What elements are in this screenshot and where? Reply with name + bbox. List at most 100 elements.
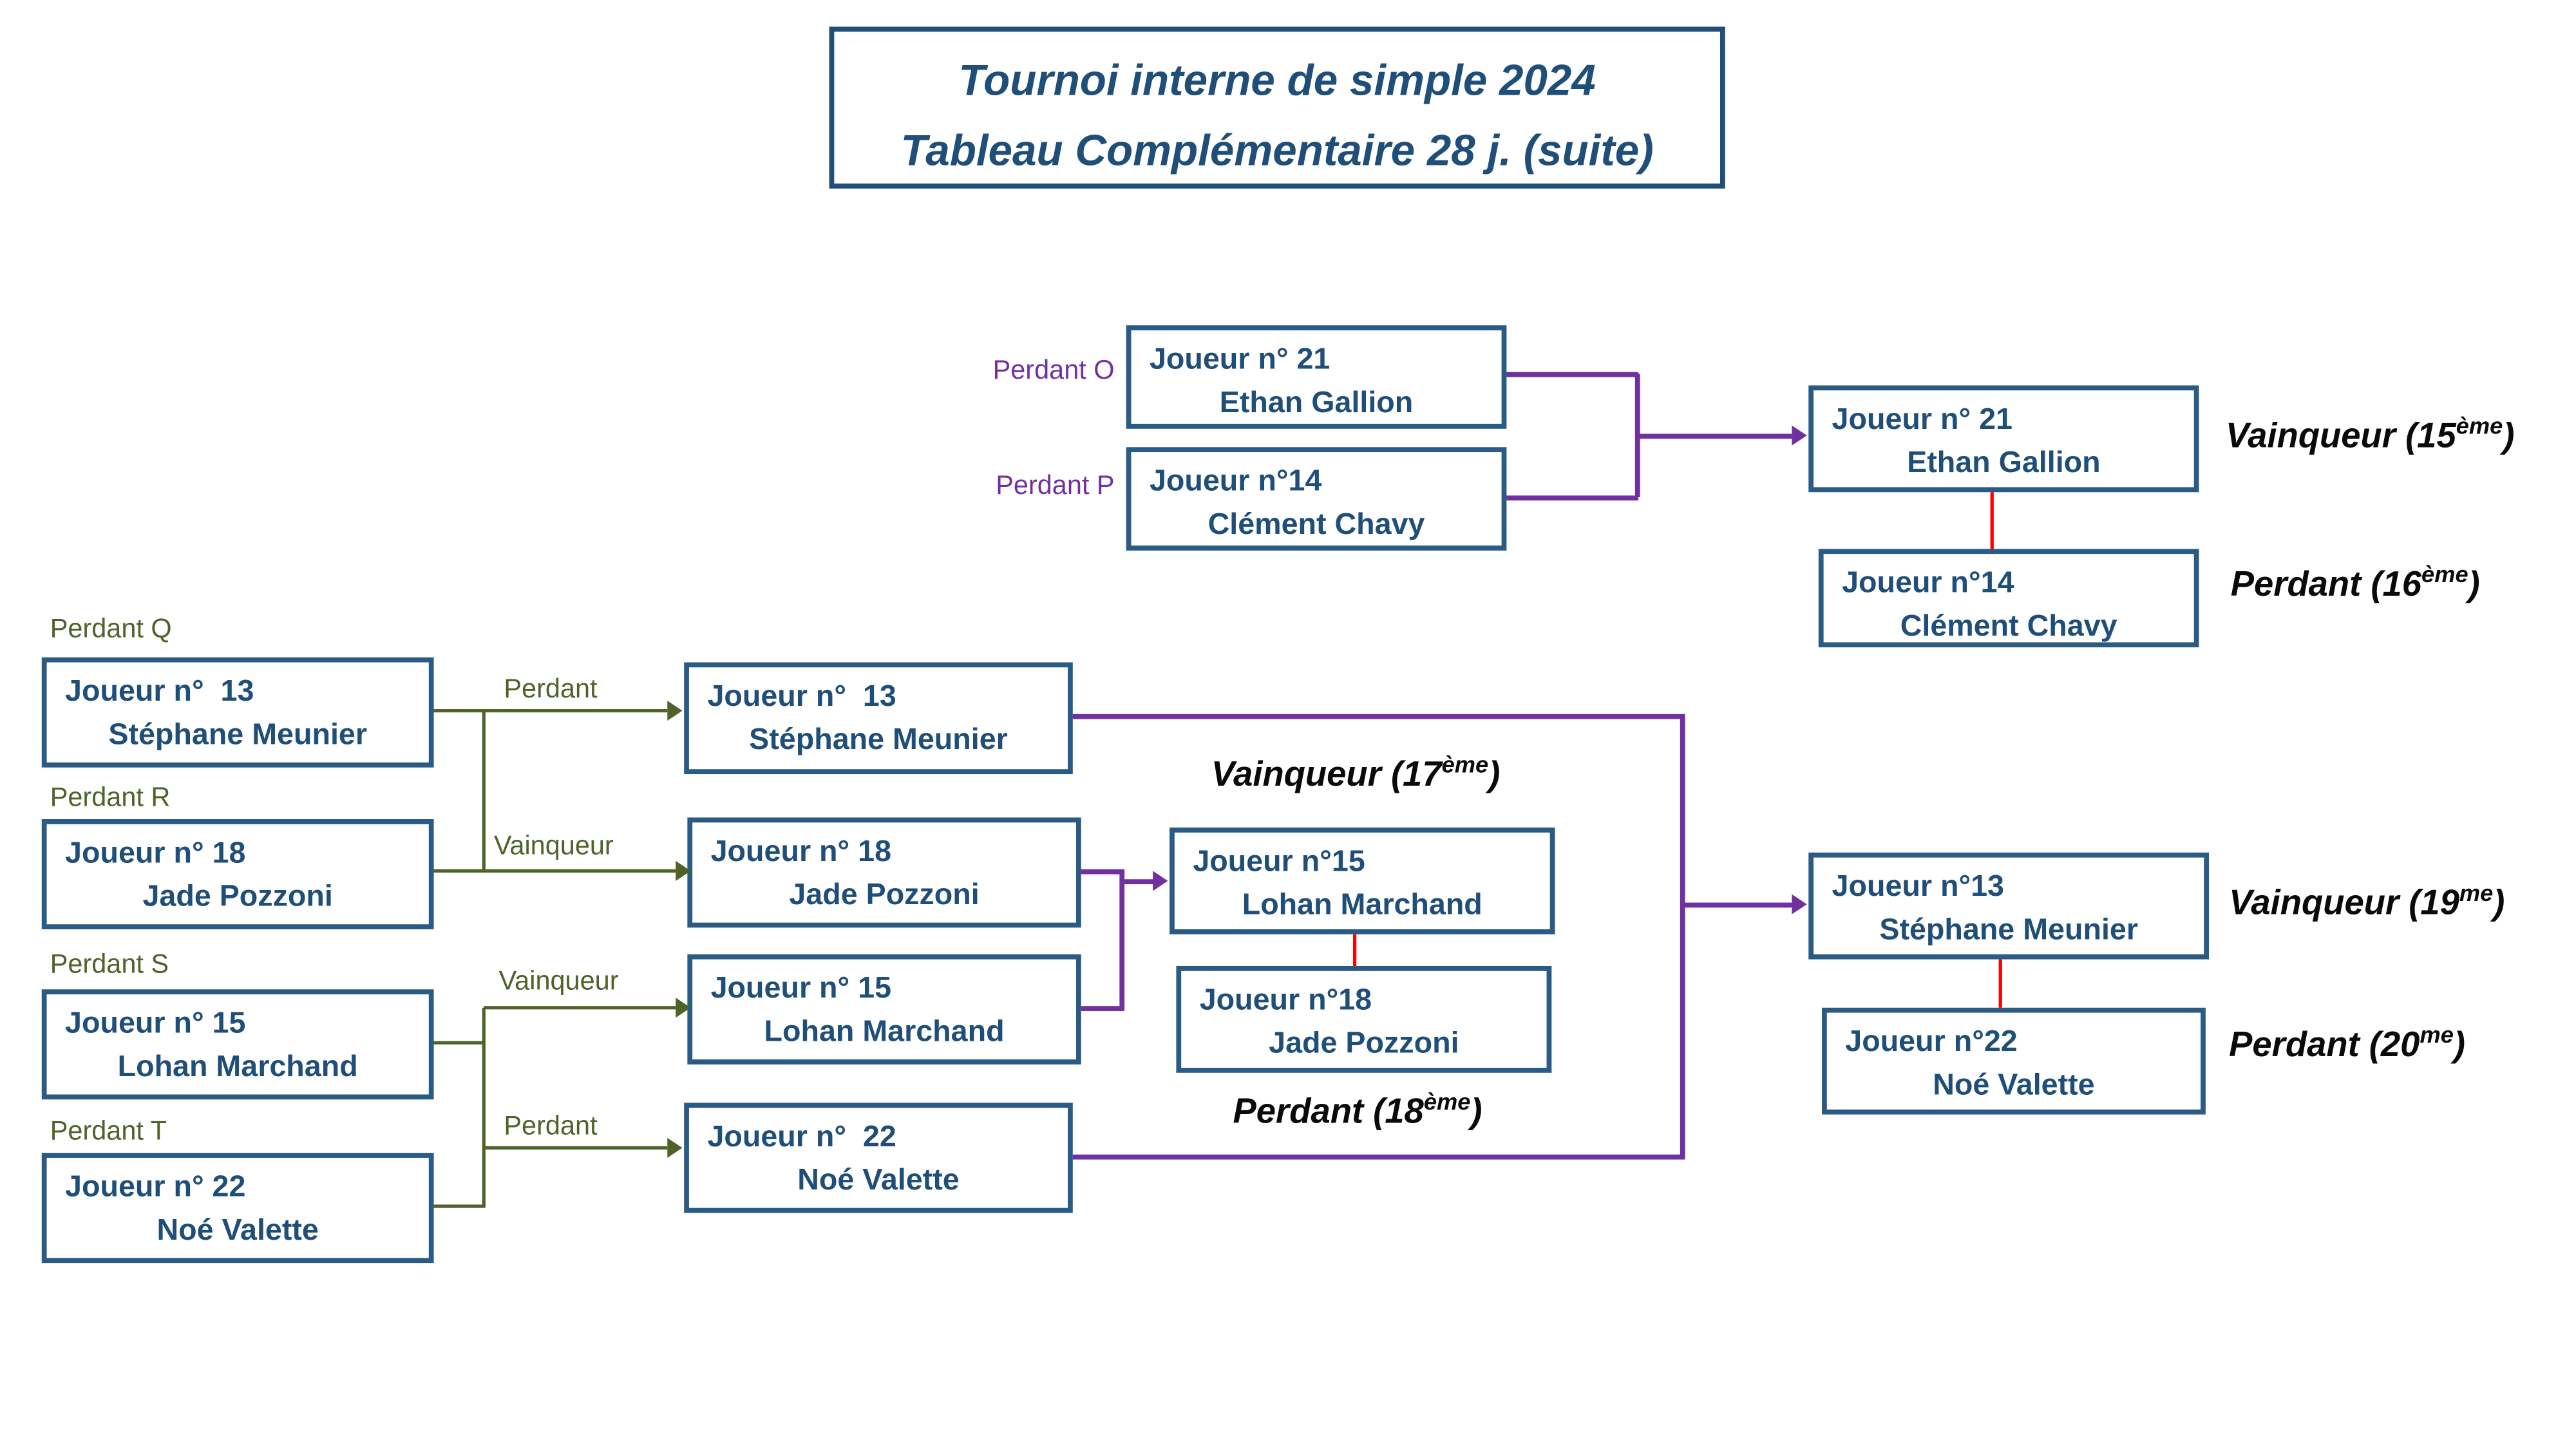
player-name: Noé Valette <box>1933 1068 2095 1101</box>
arrowhead-arrow-c1 <box>667 701 683 721</box>
player-number: Joueur n° 21 <box>1832 402 2012 436</box>
result-label-text: me <box>2459 879 2494 906</box>
result-label-text: ) <box>2453 1026 2465 1065</box>
player-box-b2: Joueur n° 18 Jade Pozzoni <box>41 819 434 930</box>
player-number: Joueur n°15 <box>1193 844 1365 878</box>
label-flow-perdant-bottom: Perdant <box>504 1112 598 1142</box>
player-name: Lohan Marchand <box>764 1014 1005 1048</box>
player-name: Noé Valette <box>156 1213 319 1247</box>
label-flow-perdant-top: Perdant <box>504 676 598 705</box>
label-perdant-16: Perdant (16ème) <box>2230 562 2480 607</box>
result-label-text: Perdant (16 <box>2230 565 2422 604</box>
label-perdant-20: Perdant (20me) <box>2229 1023 2465 1068</box>
player-number: Joueur n°13 <box>1832 869 2005 903</box>
connector-g-b2-c2 <box>433 869 676 873</box>
connector-g-b1-c1 <box>433 709 668 713</box>
player-number: Joueur n° 13 <box>65 674 254 708</box>
label-perdant-q: Perdant Q <box>50 615 172 644</box>
connector-g-c4-line <box>484 1146 668 1150</box>
connector-p-a-arrow-shaft <box>1636 433 1792 439</box>
player-number: Joueur n° 22 <box>65 1170 246 1203</box>
label-flow-vainqueur-top: Vainqueur <box>493 832 614 861</box>
result-label-text: ème <box>2456 412 2503 439</box>
connector-p-a1-stub <box>1506 371 1639 377</box>
label-perdant-p: Perdant P <box>996 472 1115 501</box>
player-name: Stéphane Meunier <box>108 717 367 751</box>
player-name: Clément Chavy <box>1900 609 2117 643</box>
player-number: Joueur n° 18 <box>710 834 892 868</box>
result-label-text: ème <box>2421 560 2468 587</box>
connector-g-b12-vertical <box>482 710 486 871</box>
connector-p-cd-vertical <box>1119 871 1124 1008</box>
arrowhead-arrow-w1 <box>1792 425 1807 446</box>
page-title-line1: Tournoi interne de simple 2024 <box>958 55 1596 106</box>
result-label-text: ) <box>1470 1092 1482 1132</box>
label-vainqueur-15: Vainqueur (15ème) <box>2225 412 2515 459</box>
player-name: Ethan Gallion <box>1907 445 2101 479</box>
label-perdant-18: Perdant (18ème) <box>1233 1088 1482 1134</box>
label-perdant-t: Perdant T <box>50 1117 167 1146</box>
player-name: Clément Chavy <box>1208 507 1425 541</box>
connector-p-e1-arrow-shaft <box>1681 902 1792 907</box>
player-box-b4: Joueur n° 22 Noé Valette <box>41 1153 434 1264</box>
player-number: Joueur n° 15 <box>65 1006 246 1039</box>
player-name: Ethan Gallion <box>1219 385 1414 419</box>
connector-p-c1-long <box>1072 713 1685 719</box>
label-perdant-s: Perdant S <box>50 951 169 980</box>
page-title-line2: Tableau Complémentaire 28 j. (suite) <box>900 125 1654 176</box>
player-number: Joueur n°22 <box>1845 1024 2018 1058</box>
label-perdant-r: Perdant R <box>50 784 171 813</box>
player-box-c3: Joueur n° 15 Lohan Marchand <box>687 954 1081 1065</box>
player-box-w1: Joueur n° 21 Ethan Gallion <box>1808 385 2199 493</box>
title-box: Tournoi interne de simple 2024 Tableau C… <box>829 26 1725 189</box>
result-label-text: ème <box>1423 1088 1471 1115</box>
result-label-text: ) <box>2503 417 2515 456</box>
connector-g-c3-line <box>484 1006 676 1010</box>
result-label-text: ) <box>2468 565 2480 604</box>
player-box-b1: Joueur n° 13 Stéphane Meunier <box>41 657 434 768</box>
result-label-text: Vainqueur (17 <box>1211 755 1442 795</box>
result-label-text: ) <box>2493 884 2505 923</box>
player-name: Jade Pozzoni <box>1269 1026 1459 1060</box>
player-name: Lohan Marchand <box>1242 887 1482 922</box>
result-label-text: Perdant (18 <box>1233 1092 1424 1132</box>
player-number: Joueur n°18 <box>1199 982 1372 1016</box>
player-name: Stéphane Meunier <box>749 722 1008 756</box>
connector-g-b3-stub <box>433 1041 486 1045</box>
player-name: Jade Pozzoni <box>142 879 333 913</box>
connector-g-b4-stub <box>433 1204 486 1208</box>
player-number: Joueur n° 22 <box>707 1119 896 1153</box>
result-label-text: ème <box>1441 750 1489 778</box>
player-number: Joueur n° 18 <box>65 835 246 869</box>
player-box-c1: Joueur n° 13 Stéphane Meunier <box>684 662 1073 775</box>
player-number: Joueur n°14 <box>1842 565 2014 600</box>
arrowhead-arrow-e1 <box>1792 894 1807 914</box>
player-name: Stéphane Meunier <box>1879 913 2138 946</box>
player-number: Joueur n°14 <box>1149 464 1322 498</box>
player-name: Jade Pozzoni <box>789 877 980 911</box>
result-label-text: Vainqueur (19 <box>2229 884 2459 923</box>
connector-r-d1-d2 <box>1352 934 1357 966</box>
player-number: Joueur n° 15 <box>710 971 892 1005</box>
arrowhead-arrow-d1 <box>1153 871 1168 891</box>
connector-r-e1-e2 <box>1998 959 2003 1008</box>
arrowhead-arrow-c4 <box>667 1137 683 1158</box>
connector-p-ce-vertical <box>1679 715 1685 1157</box>
player-box-c2: Joueur n° 18 Jade Pozzoni <box>687 817 1081 928</box>
connector-r-w1-l1 <box>1990 492 1994 549</box>
label-vainqueur-17: Vainqueur (17ème) <box>1211 750 1501 797</box>
connector-p-a2-stub <box>1506 495 1639 500</box>
result-label-text: Perdant (20 <box>2229 1026 2420 1065</box>
player-number: Joueur n° 13 <box>707 679 896 713</box>
result-label-text: me <box>2420 1021 2454 1048</box>
label-perdant-o: Perdant O <box>992 357 1115 386</box>
result-label-text: Vainqueur (15 <box>2225 417 2456 456</box>
connector-g-b34-vertical <box>482 1007 486 1207</box>
